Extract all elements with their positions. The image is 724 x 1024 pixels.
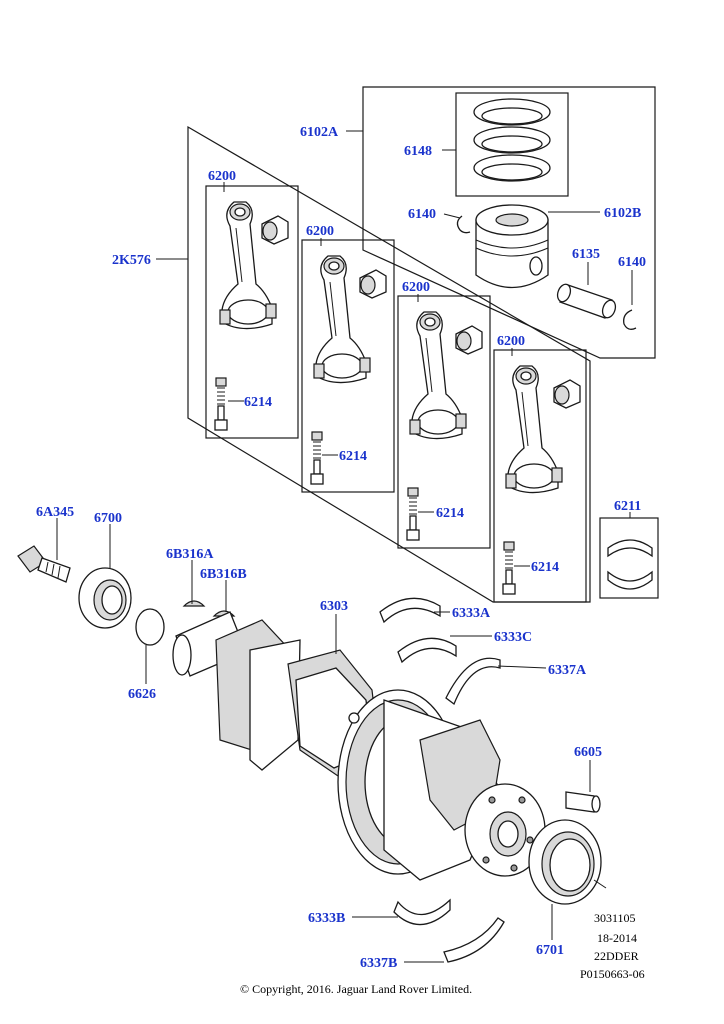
label-6140-left[interactable]: 6140 (408, 207, 436, 222)
conrod-2[interactable] (301, 239, 395, 493)
label-6214-3[interactable]: 6214 (436, 506, 464, 521)
label-6700[interactable]: 6700 (94, 511, 122, 526)
label-6333B[interactable]: 6333B (308, 911, 345, 926)
label-6148[interactable]: 6148 (404, 144, 432, 159)
piston[interactable] (475, 204, 549, 289)
connecting-rod-kit-outline (187, 125, 591, 603)
leader-lines (56, 130, 633, 963)
label-6B316A[interactable]: 6B316A (166, 547, 214, 562)
label-6200-4[interactable]: 6200 (497, 334, 525, 349)
label-6200-2[interactable]: 6200 (306, 224, 334, 239)
ref-line-1: 3031105 (594, 911, 636, 925)
main-bearing-upper-2[interactable] (397, 637, 457, 664)
snap-ring[interactable] (135, 608, 165, 646)
label-6337A[interactable]: 6337A (548, 663, 587, 678)
main-bearing-lower[interactable] (393, 898, 451, 926)
copyright-notice: © Copyright, 2016. Jaguar Land Rover Lim… (240, 982, 472, 996)
main-bearing-upper-1[interactable] (379, 597, 441, 624)
conrod-4[interactable] (493, 349, 587, 603)
label-6337B[interactable]: 6337B (360, 956, 397, 971)
label-6214-4[interactable]: 6214 (531, 560, 559, 575)
label-6626[interactable]: 6626 (128, 687, 156, 702)
label-6333A[interactable]: 6333A (452, 606, 491, 621)
crankshaft-bolt[interactable] (17, 545, 71, 583)
label-6102A[interactable]: 6102A (300, 125, 339, 140)
dowel-pin[interactable] (565, 791, 601, 813)
thrust-washer-lower[interactable] (443, 917, 505, 963)
label-6200-1[interactable]: 6200 (208, 169, 236, 184)
label-6A345[interactable]: 6A345 (36, 505, 74, 520)
circlip-left[interactable] (456, 215, 471, 234)
label-6135[interactable]: 6135 (572, 247, 600, 262)
label-6333C[interactable]: 6333C (494, 630, 532, 645)
front-seal[interactable] (78, 567, 132, 629)
label-6701[interactable]: 6701 (536, 943, 564, 958)
label-6303[interactable]: 6303 (320, 599, 348, 614)
conrod-1[interactable] (205, 185, 299, 439)
label-6B316B[interactable]: 6B316B (200, 567, 247, 582)
label-6200-3[interactable]: 6200 (402, 280, 430, 295)
label-6102B[interactable]: 6102B (604, 206, 641, 221)
thrust-washer-upper[interactable] (445, 657, 501, 706)
big-end-bearing[interactable] (599, 517, 659, 599)
label-6214-2[interactable]: 6214 (339, 449, 367, 464)
piston-rings[interactable] (473, 98, 551, 182)
ref-line-3: 22DDER (594, 949, 639, 963)
label-6140-right[interactable]: 6140 (618, 255, 646, 270)
crankshaft[interactable] (172, 611, 546, 881)
keys[interactable] (182, 600, 236, 617)
label-6214-1[interactable]: 6214 (244, 395, 272, 410)
circlip-right[interactable] (623, 309, 637, 330)
drawing-reference: 3031105 18-2014 22DDER P0150663-06 (580, 911, 645, 981)
label-6605[interactable]: 6605 (574, 745, 602, 760)
conrod-3[interactable] (397, 295, 491, 549)
ref-line-4: P0150663-06 (580, 967, 645, 981)
part-labels: 6102A 6148 6140 6102B 6135 6140 2K576 62… (36, 125, 646, 971)
piston-assembly-group (362, 86, 656, 359)
gudgeon-pin[interactable] (555, 282, 617, 319)
label-2K576[interactable]: 2K576 (112, 253, 151, 268)
label-6211[interactable]: 6211 (614, 499, 641, 514)
rear-seal[interactable] (528, 819, 602, 905)
ref-line-2: 18-2014 (597, 931, 637, 945)
